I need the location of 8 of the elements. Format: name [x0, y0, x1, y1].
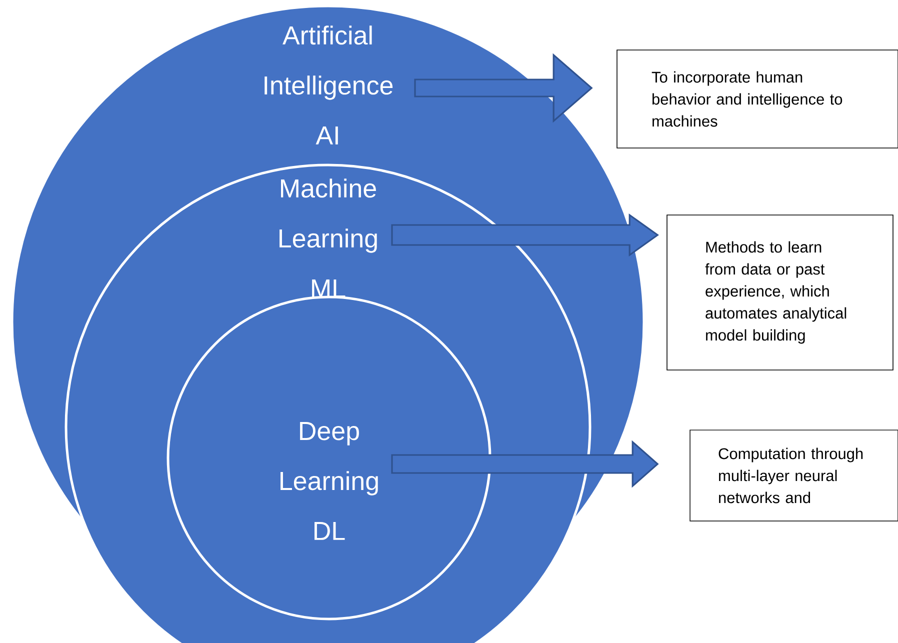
text-box: Methods to learn from data or past experience, which automates analytical model building: [666, 214, 894, 370]
block-arrow: [391, 213, 659, 257]
block-arrow: [414, 53, 593, 123]
circle-label: Artificial Intelligence AI: [264, 26, 393, 144]
block-arrow: [391, 440, 659, 488]
text-box: Computation through multi-layer neural networks and: [690, 430, 898, 522]
text-box: To incorporate human behavior and intelligence to machines: [616, 50, 898, 148]
circle-label: Deep Learning DL: [280, 422, 378, 540]
